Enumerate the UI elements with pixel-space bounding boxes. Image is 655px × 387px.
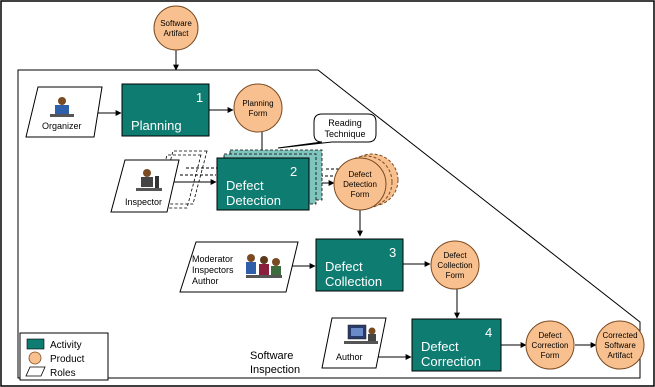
corrected-artifact-line-2: Software — [604, 341, 636, 350]
activity-planning: 1 Planning — [121, 83, 210, 137]
person-at-desk-icon — [50, 97, 74, 117]
role-inspector: Inspector — [110, 150, 208, 213]
role-author: Author — [321, 317, 387, 369]
author-label: Author — [192, 276, 219, 286]
activity-defect-collection: 3 Defect Collection — [315, 238, 404, 292]
legend: Activity Product Roles — [19, 332, 109, 381]
role-moderator-group: Moderator Inspectors Author — [179, 241, 299, 293]
detection-label-line-2: Detection — [226, 193, 281, 208]
group-meeting-icon — [246, 254, 282, 278]
region-label-line-2: Inspection — [250, 364, 300, 376]
reading-technique-line-2: Technique — [324, 129, 365, 139]
detection-form-line-2: Detection — [343, 180, 377, 189]
person-at-computer-icon — [344, 324, 378, 344]
corrected-artifact-line-3: Artifact — [608, 351, 634, 360]
correction-form-line-2: Correction — [532, 341, 569, 350]
product-corrected-software-artifact: Corrected Software Artifact — [595, 320, 645, 370]
detection-form-line-3: Form — [351, 190, 370, 199]
planning-number: 1 — [196, 90, 203, 105]
collection-form-line-2: Collection — [437, 261, 472, 270]
detection-form-line-1: Defect — [348, 170, 372, 179]
collection-label-line-2: Collection — [325, 274, 382, 289]
collection-form-line-1: Defect — [443, 251, 467, 260]
legend-roles-swatch — [25, 366, 46, 377]
correction-label-line-1: Defect — [421, 339, 459, 354]
collection-number: 3 — [389, 245, 396, 260]
legend-roles-label: Roles — [50, 368, 76, 379]
activity-defect-detection: 2 Defect Detection — [216, 149, 323, 211]
inspector-label: Inspector — [125, 197, 162, 207]
organizer-label: Organizer — [42, 121, 82, 131]
correction-number: 4 — [485, 325, 492, 340]
product-defect-collection-form: Defect Collection Form — [430, 240, 480, 290]
software-artifact-line-2: Artifact — [164, 29, 190, 38]
product-defect-detection-form: Defect Detection Form — [333, 153, 399, 211]
reading-technique-line-1: Reading — [328, 118, 362, 128]
collection-form-line-3: Form — [446, 271, 465, 280]
correction-label-line-2: Correction — [421, 354, 481, 369]
collection-label-line-1: Defect — [325, 259, 363, 274]
correction-form-line-1: Defect — [538, 331, 562, 340]
legend-activity-label: Activity — [50, 340, 82, 351]
correction-form-line-3: Form — [541, 351, 560, 360]
inspectors-label: Inspectors — [192, 265, 234, 275]
legend-activity-swatch — [26, 338, 45, 350]
person-with-microscope-icon — [136, 169, 162, 191]
role-organizer: Organizer — [25, 86, 103, 138]
legend-product-swatch — [28, 351, 42, 365]
planning-form-line-1: Planning — [242, 99, 273, 108]
detection-number: 2 — [290, 164, 297, 179]
planning-form-line-2: Form — [249, 109, 268, 118]
reading-technique-callout: Reading Technique — [277, 113, 377, 149]
product-software-artifact: Software Artifact — [153, 5, 199, 51]
software-artifact-line-1: Software — [160, 19, 192, 28]
moderator-label: Moderator — [192, 254, 233, 264]
legend-product-label: Product — [50, 354, 85, 365]
activity-defect-correction: 4 Defect Correction — [411, 318, 502, 372]
detection-label-line-1: Defect — [226, 178, 264, 193]
software-inspection-label: Software Inspection — [250, 350, 300, 376]
author-role-label: Author — [336, 352, 363, 362]
product-planning-form: Planning Form — [233, 83, 283, 133]
region-label-line-1: Software — [250, 350, 293, 362]
planning-label: Planning — [131, 118, 182, 133]
product-defect-correction-form: Defect Correction Form — [525, 320, 575, 370]
corrected-artifact-line-1: Corrected — [602, 331, 637, 340]
